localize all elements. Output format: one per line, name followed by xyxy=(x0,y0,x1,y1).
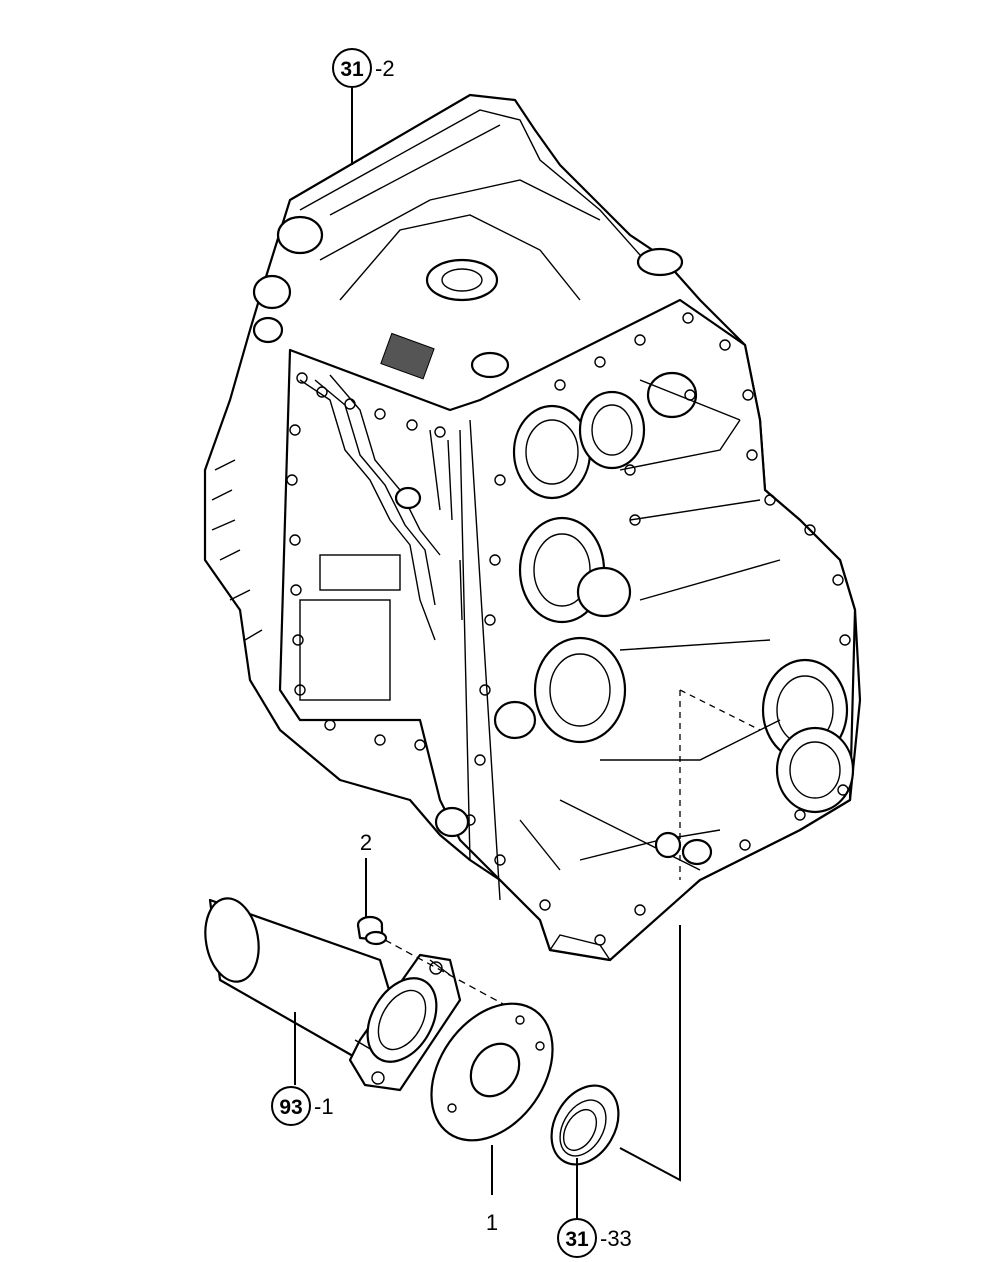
bolt-drawing xyxy=(356,915,506,1006)
callout-31-2: 31 -2 xyxy=(332,48,395,88)
seal-guide-drawing xyxy=(204,897,462,1092)
callout-ref: 2 xyxy=(360,830,372,855)
callout-ref: 93 xyxy=(279,1096,302,1119)
oil-seal-drawing xyxy=(550,1084,620,1166)
callout-suffix: -2 xyxy=(375,56,395,81)
callout-93-1: 93 -1 xyxy=(271,1086,334,1126)
callout-1: 1 xyxy=(486,1210,498,1235)
callout-ref: 31 xyxy=(340,58,364,81)
callout-2: 2 xyxy=(360,830,372,855)
leader-lines xyxy=(294,88,681,1218)
callout-31-33: 31 -33 xyxy=(557,1218,632,1258)
callout-suffix: -1 xyxy=(314,1094,334,1119)
gasket-drawing xyxy=(430,1002,554,1142)
callout-ref: 1 xyxy=(486,1210,498,1235)
callout-ref: 31 xyxy=(565,1228,589,1251)
transmission-case-drawing xyxy=(203,93,862,962)
callout-suffix: -33 xyxy=(600,1226,632,1251)
